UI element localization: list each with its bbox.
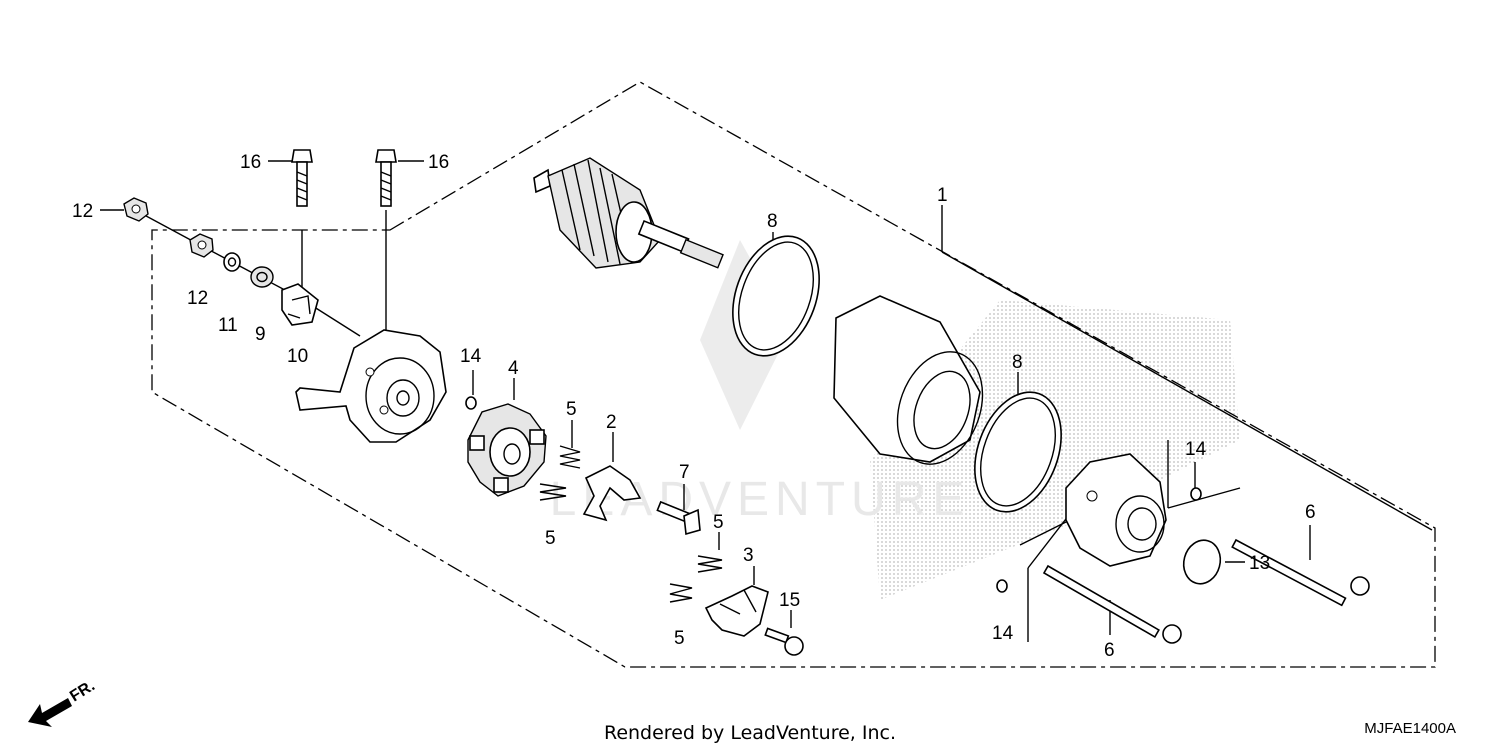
callout-12-a: 12	[72, 201, 93, 222]
callout-2: 2	[606, 412, 617, 433]
insulator-9[interactable]	[250, 266, 274, 288]
bolt-6-lower[interactable]	[1042, 564, 1182, 644]
spring-5-d[interactable]	[669, 583, 693, 603]
bolt-16-right[interactable]	[375, 149, 397, 207]
front-direction-indicator: FR.	[28, 677, 98, 727]
bolt-16-left[interactable]	[291, 149, 313, 207]
bolt-6-right[interactable]	[1231, 538, 1370, 607]
oring-8-upper[interactable]	[717, 224, 835, 368]
callout-14-b: 14	[1185, 439, 1207, 460]
callout-11: 11	[218, 315, 238, 336]
direction-label: FR.	[67, 677, 98, 705]
assembly-boundary	[151, 81, 1436, 668]
spring-5-b[interactable]	[539, 483, 567, 501]
oring-14-right[interactable]	[1190, 487, 1202, 501]
arrow-icon	[28, 698, 72, 727]
callout-1: 1	[937, 185, 948, 206]
brush-holder-4[interactable]	[467, 403, 547, 497]
washer-11[interactable]	[223, 252, 241, 272]
callout-8-a: 8	[767, 211, 778, 232]
callout-5-c: 5	[713, 512, 724, 533]
spring-5-c[interactable]	[697, 555, 723, 573]
yoke-housing[interactable]	[833, 295, 997, 476]
callout-5-b: 5	[545, 528, 556, 549]
callout-5-d: 5	[674, 628, 685, 649]
callout-12-b: 12	[187, 288, 208, 309]
callout-10: 10	[287, 346, 308, 367]
bolt-7[interactable]	[656, 500, 701, 536]
oring-14-bottom[interactable]	[996, 579, 1008, 593]
callout-3: 3	[743, 545, 754, 566]
callout-14-a: 14	[460, 346, 482, 367]
rear-cover[interactable]	[295, 329, 447, 443]
armature[interactable]	[533, 157, 724, 269]
spring-5-a[interactable]	[559, 445, 581, 469]
callout-15: 15	[779, 590, 800, 611]
callout-6-a: 6	[1305, 502, 1316, 523]
callout-9: 9	[255, 324, 266, 345]
callouts: 1 2 3 4 5 5 5 5 6 6 7 8 8 9 10 11 12 12 …	[72, 152, 1316, 661]
oring-14-left[interactable]	[465, 396, 477, 410]
diagram-code: MJFAE1400A	[1364, 720, 1456, 737]
brush-2[interactable]	[582, 465, 642, 522]
nut-12-upper[interactable]	[123, 197, 149, 222]
callout-6-b: 6	[1104, 640, 1115, 661]
callout-5-a: 5	[566, 399, 577, 420]
nut-12-lower[interactable]	[189, 233, 214, 258]
callout-16-b: 16	[428, 152, 449, 173]
oring-13[interactable]	[1179, 536, 1225, 588]
oring-8-lower[interactable]	[959, 380, 1077, 524]
callout-16-a: 16	[240, 152, 261, 173]
terminal-10[interactable]	[281, 283, 319, 326]
callout-13: 13	[1249, 553, 1270, 574]
front-cover[interactable]	[1065, 453, 1167, 567]
callout-8-b: 8	[1012, 352, 1023, 373]
screw-15[interactable]	[764, 627, 804, 656]
callout-14-c: 14	[992, 623, 1014, 644]
footer-credit: Rendered by LeadVenture, Inc.	[604, 722, 896, 744]
brush-3[interactable]	[704, 585, 769, 637]
callout-7: 7	[679, 462, 690, 483]
callout-4: 4	[508, 358, 519, 379]
